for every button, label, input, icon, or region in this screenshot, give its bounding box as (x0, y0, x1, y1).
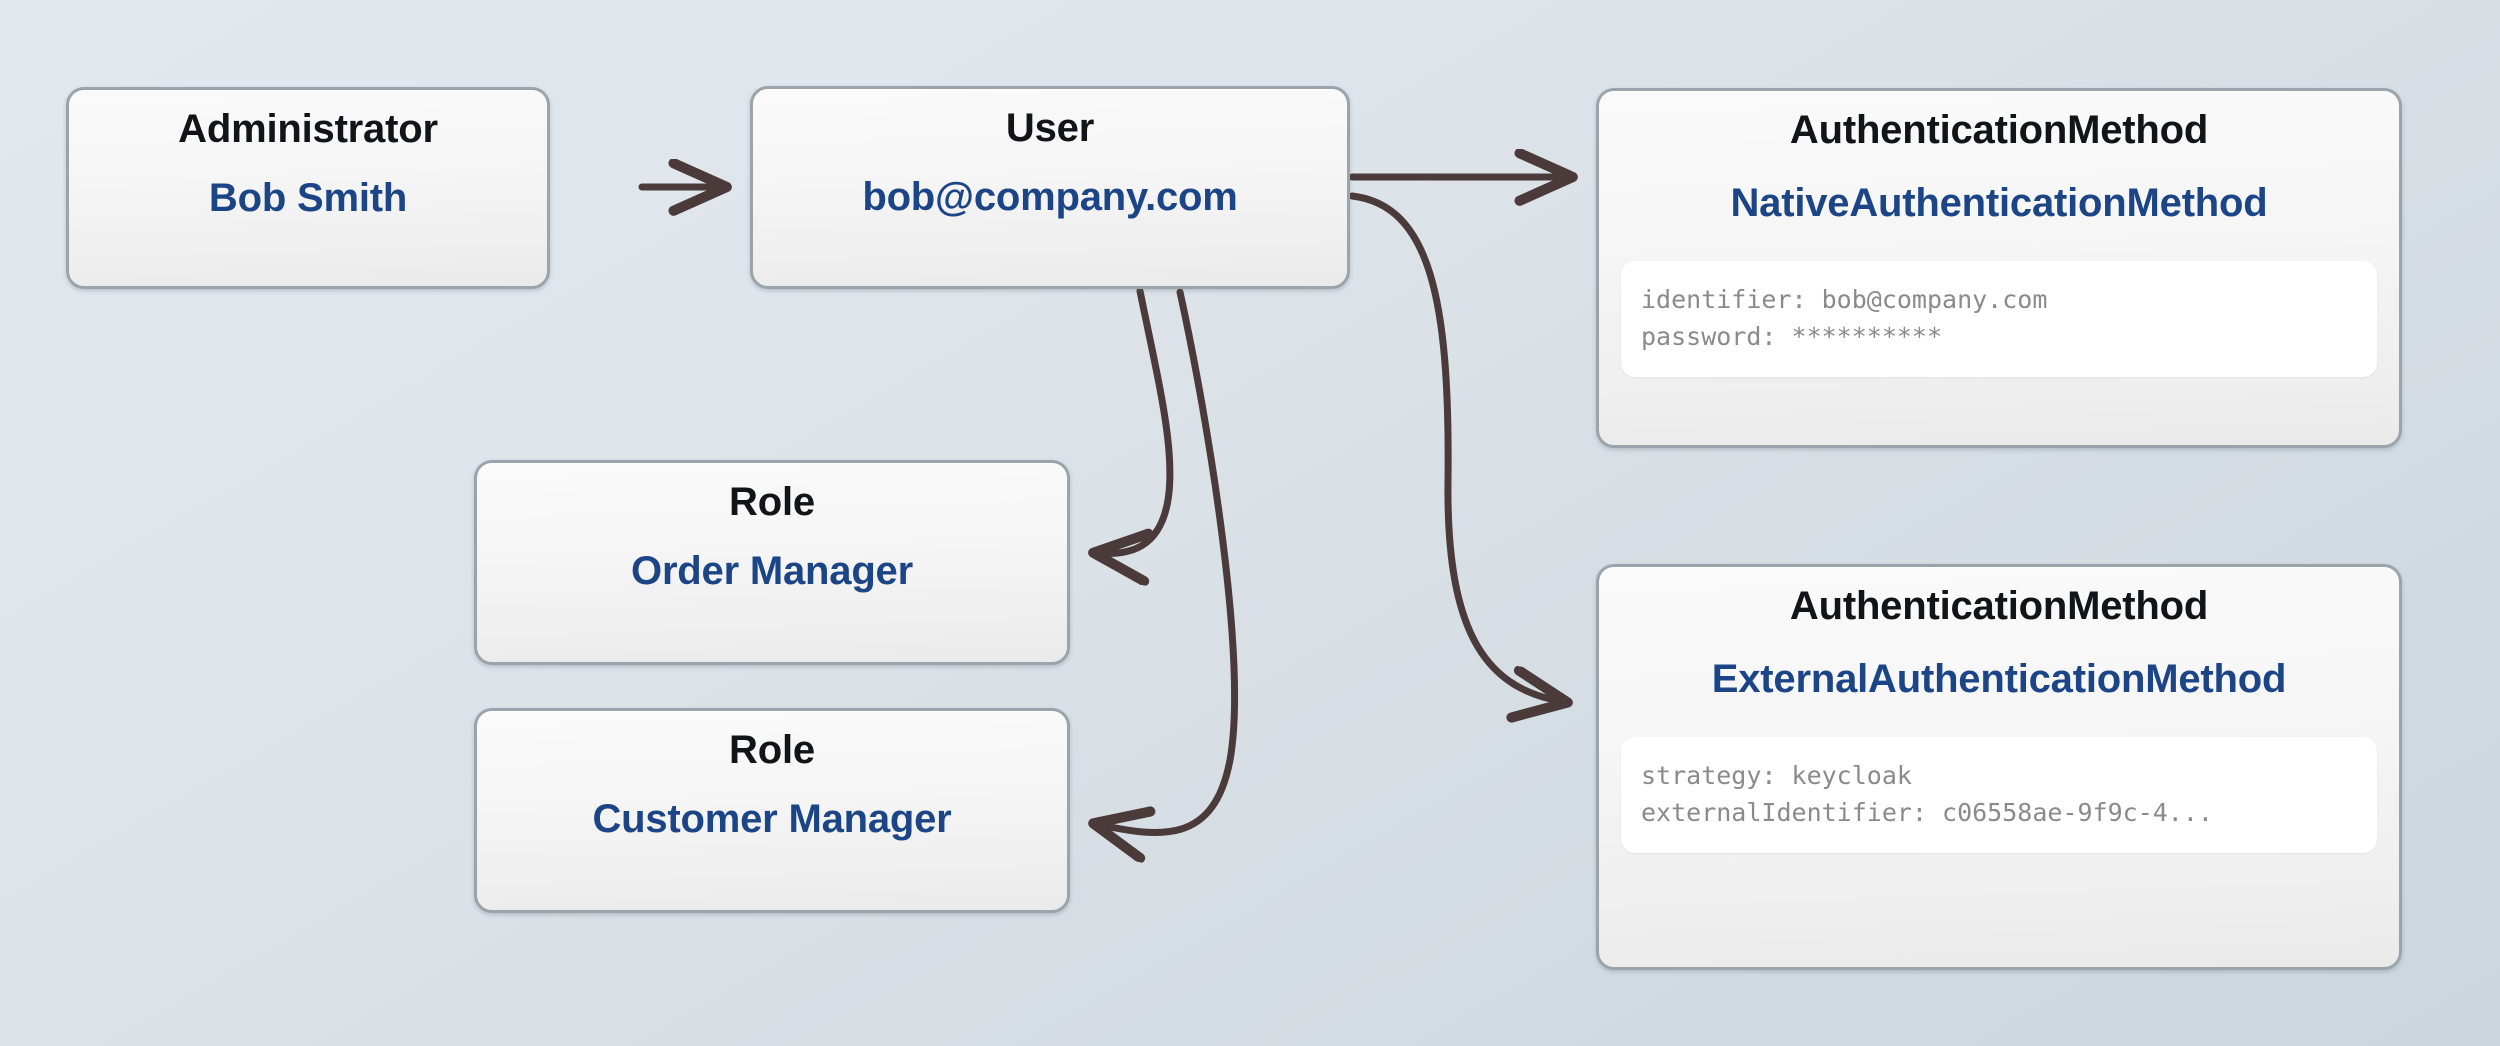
node-value-label: NativeAuthenticationMethod (1730, 181, 2268, 226)
edge-user-to-auth-external (1348, 192, 1565, 702)
edge-user-to-role-order (1096, 287, 1174, 554)
node-user[interactable]: User bob@company.com (750, 86, 1350, 289)
node-value-label: ExternalAuthenticationMethod (1711, 657, 2287, 702)
node-type-label: AuthenticationMethod (1789, 584, 2209, 628)
node-external-authentication-method[interactable]: AuthenticationMethod ExternalAuthenticat… (1596, 564, 2402, 970)
node-type-label: Administrator (178, 107, 438, 151)
node-value-label: Customer Manager (592, 797, 952, 842)
property-line: strategy: keycloak (1641, 761, 1912, 791)
node-type-label: Role (729, 480, 815, 524)
properties-block: strategy: keycloak externalIdentifier: c… (1621, 737, 2377, 854)
node-value-label: Order Manager (631, 549, 913, 594)
node-value-label: bob@company.com (862, 175, 1238, 220)
property-line: password: ********** (1641, 322, 1943, 352)
node-type-label: Role (729, 728, 815, 772)
edge-user-to-role-customer (1096, 288, 1238, 833)
node-native-authentication-method[interactable]: AuthenticationMethod NativeAuthenticatio… (1596, 88, 2402, 448)
node-type-label: User (1005, 106, 1095, 150)
property-line: identifier: bob@company.com (1641, 285, 2048, 315)
node-administrator[interactable]: Administrator Bob Smith (66, 87, 550, 289)
node-role-order-manager[interactable]: Role Order Manager (474, 460, 1070, 665)
node-value-label: Bob Smith (208, 176, 408, 221)
node-type-label: AuthenticationMethod (1789, 108, 2209, 152)
properties-block: identifier: bob@company.com password: **… (1621, 261, 2377, 378)
property-line: externalIdentifier: c06558ae-9f9c-4... (1641, 798, 2213, 828)
node-role-customer-manager[interactable]: Role Customer Manager (474, 708, 1070, 913)
